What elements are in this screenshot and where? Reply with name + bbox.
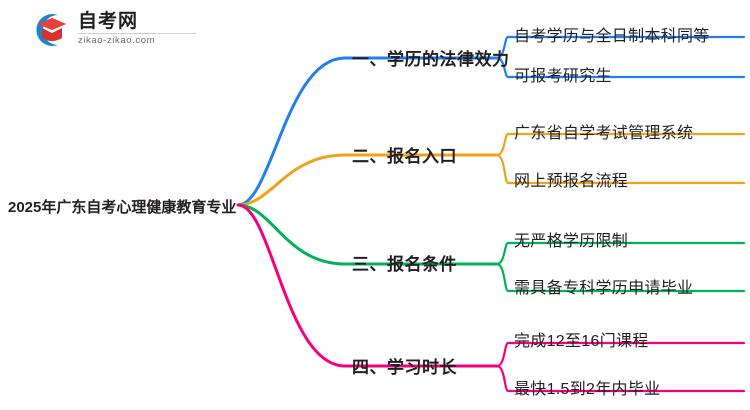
mindmap-leaf-node-1-2[interactable]: 可报考研究生 xyxy=(514,68,612,85)
mindmap-branch-node-1[interactable]: 一、学历的法律效力 xyxy=(352,50,510,69)
graduation-cap-logo-icon xyxy=(36,14,66,46)
logo-text-block: 自考网 zikao-zikao.com xyxy=(78,11,218,47)
mindmap-leaf-node-3-1[interactable]: 无严格学历限制 xyxy=(514,233,629,250)
leaf-connector-3-1 xyxy=(495,241,746,266)
leaf-connector-4-1 xyxy=(495,341,746,368)
mindmap-root-node[interactable]: 2025年广东自考心理健康教育专业 xyxy=(8,199,237,216)
branch-connector-2 xyxy=(236,153,499,207)
logo-title: 自考网 xyxy=(78,11,139,32)
mindmap-branch-node-3[interactable]: 三、报名条件 xyxy=(352,255,457,274)
leaf-connector-1-1 xyxy=(495,35,746,60)
leaf-connector-2-1 xyxy=(495,132,746,157)
mindmap-branch-node-4[interactable]: 四、学习时长 xyxy=(352,358,457,377)
mindmap-branch-node-2[interactable]: 二、报名入口 xyxy=(352,147,457,166)
leaf-connector-4-2 xyxy=(495,364,746,393)
leaf-connector-1-2 xyxy=(495,56,746,79)
mindmap-leaf-node-4-1[interactable]: 完成12至16门课程 xyxy=(514,333,649,350)
logo-divider xyxy=(78,33,196,34)
mindmap-leaf-node-3-2[interactable]: 需具备专科学历申请毕业 xyxy=(514,280,694,297)
mindmap-leaf-node-2-2[interactable]: 网上预报名流程 xyxy=(514,173,629,190)
mindmap-leaf-node-2-1[interactable]: 广东省自学考试管理系统 xyxy=(514,125,694,142)
leaf-connector-2-2 xyxy=(495,153,746,185)
branch-connector-3 xyxy=(236,203,499,266)
branch-connector-4 xyxy=(236,203,499,368)
logo-subtitle: zikao-zikao.com xyxy=(78,35,156,46)
branch-connector-1 xyxy=(236,56,499,207)
mindmap-leaf-node-4-2[interactable]: 最快1.5到2年内毕业 xyxy=(514,381,661,398)
mindmap-leaf-node-1-1[interactable]: 自考学历与全日制本科同等 xyxy=(514,28,710,45)
leaf-connector-3-2 xyxy=(495,262,746,293)
site-logo[interactable]: 自考网 zikao-zikao.com xyxy=(28,8,218,52)
